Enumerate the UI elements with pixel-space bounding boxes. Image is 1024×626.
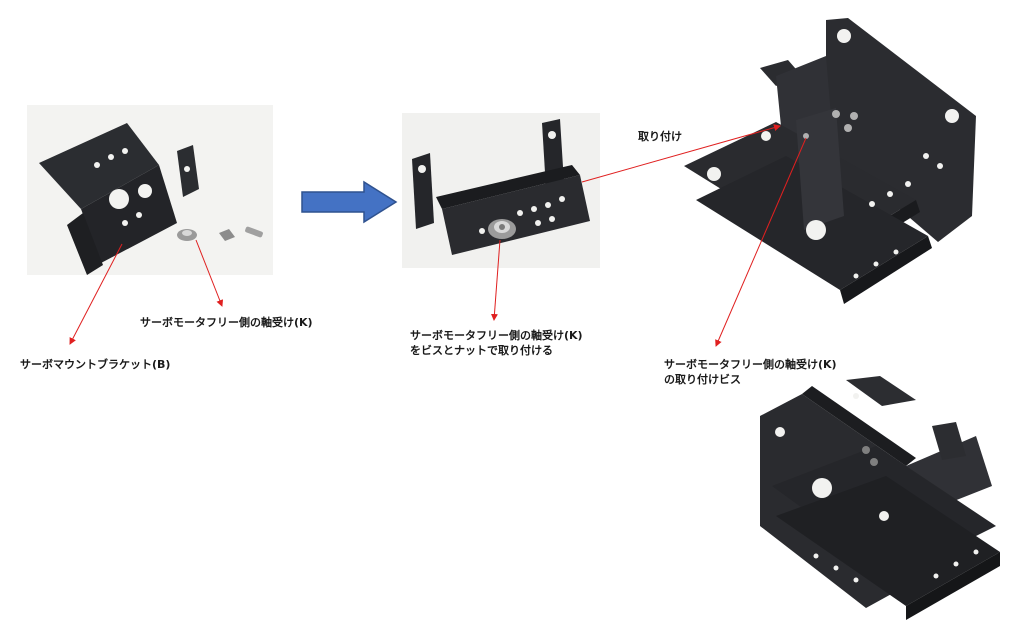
label-attach-screw: サーボモータフリー側の軸受け(K) の取り付けビス (664, 357, 837, 387)
label-bearing-k: サーボモータフリー側の軸受け(K) (140, 316, 313, 329)
photo-bracket-and-parts (27, 105, 273, 275)
photo-bearing-attached (402, 113, 600, 268)
label-servo-mount-bracket: サーボマウントブラケット(B) (20, 358, 171, 371)
label-attach-line1: サーボモータフリー側の軸受け(K) (410, 329, 583, 342)
label-screw-line1: サーボモータフリー側の軸受け(K) (664, 358, 837, 371)
label-screw-line2: の取り付けビス (664, 373, 741, 386)
arrow-right-icon (301, 180, 398, 224)
photo-assembly-top (684, 18, 976, 304)
label-attach-line2: をビスとナットで取り付ける (410, 344, 553, 357)
label-attach-with-screw-nut: サーボモータフリー側の軸受け(K) をビスとナットで取り付ける (410, 328, 583, 358)
photo-assembly-side (760, 376, 1000, 620)
label-attach: 取り付け (638, 130, 682, 143)
